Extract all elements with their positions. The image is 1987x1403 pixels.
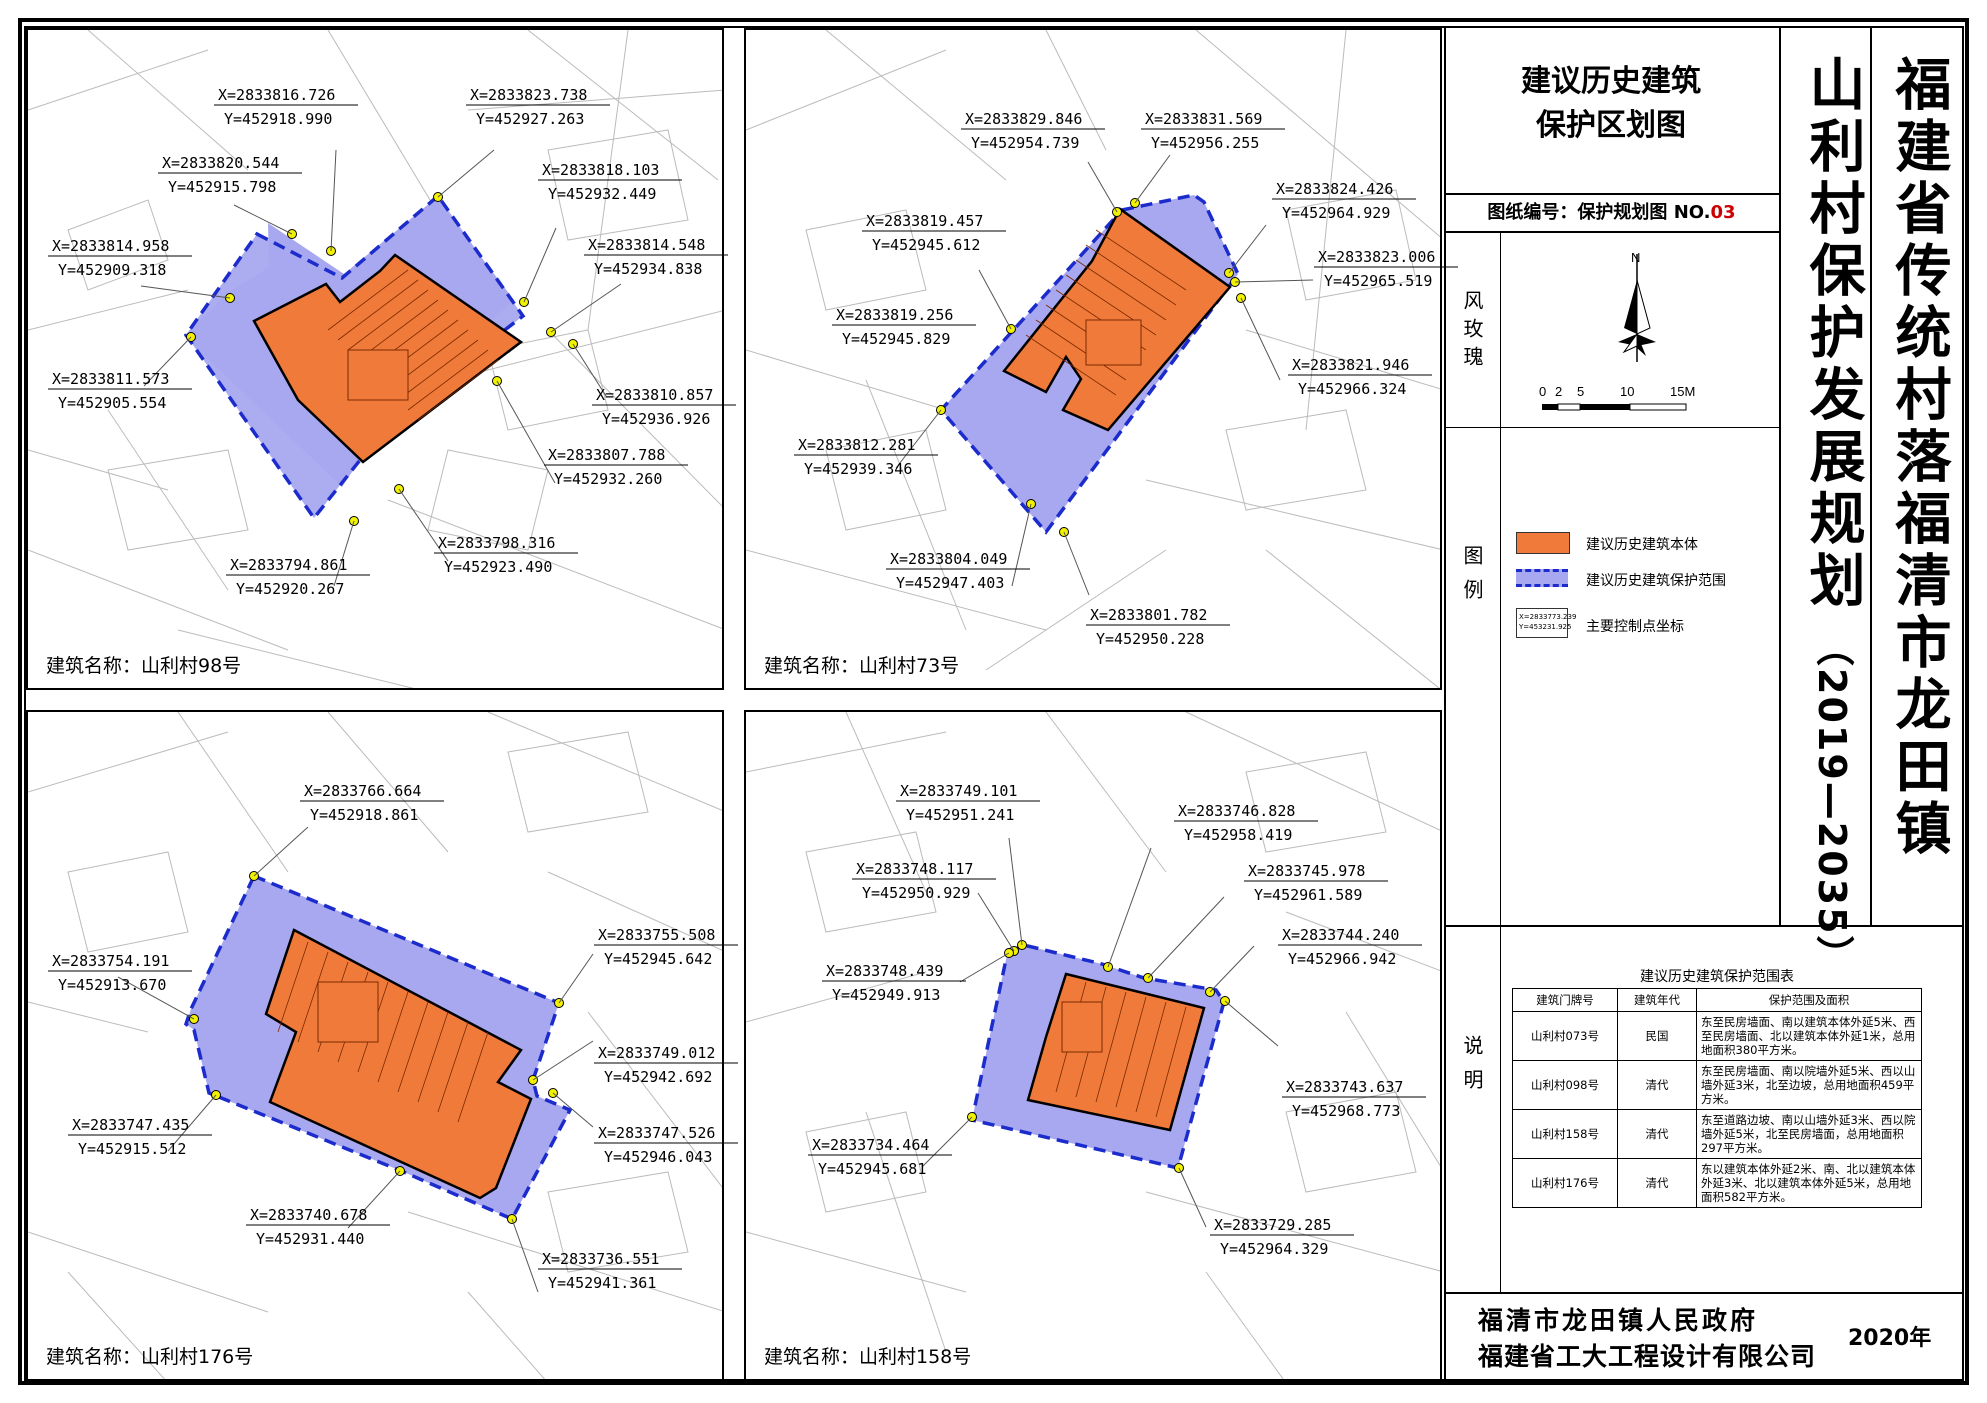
main-title: 福建省传统村落福清市龙田镇 — [1886, 55, 1951, 861]
legend-building-label: 建议历史建筑本体 — [1586, 537, 1698, 553]
title-divider-2 — [1870, 26, 1872, 925]
plan-years: （2019—2035） — [1810, 628, 1854, 976]
map-panel-73[interactable]: 建筑名称：山利村73号 — [744, 28, 1442, 690]
panel-name: 建筑名称：山利村176号 — [46, 1346, 254, 1368]
table-cell-era: 清代 — [1617, 1060, 1697, 1110]
legend-point-swatch: X=2833773.239 Y=453231.925 — [1516, 608, 1577, 638]
legend-building-swatch — [1516, 532, 1570, 554]
wind-bottom-line — [1444, 427, 1779, 428]
table-row: 山利村098号 清代 东至民房墙面、南以院墙外延5米、西以山墙外延3米，北至边坡… — [1512, 1060, 1922, 1110]
footer-company: 福建省工大工程设计有限公司 — [1478, 1342, 1817, 1371]
legend-range-label: 建议历史建筑保护范围 — [1586, 573, 1726, 589]
legend-point-label: 主要控制点坐标 — [1586, 619, 1684, 635]
plan-title: 建议历史建筑 保护区划图 — [1448, 60, 1774, 148]
legend-label: 图例 — [1444, 545, 1500, 613]
wind-rose-graphic: N 0 2 5 10 15M — [1539, 250, 1695, 411]
table-header: 建筑年代 — [1617, 988, 1697, 1012]
footer-year: 2020年 — [1848, 1326, 1932, 1351]
table-row: 山利村176号 清代 东以建筑本体外延2米、南、北以建筑本体外延3米、北以建筑本… — [1512, 1158, 1922, 1208]
table-cell-desc: 东至民房墙面、南以院墙外延5米、西以山墙外延3米，北至边坡，总用地面积459平方… — [1696, 1060, 1922, 1110]
wind-rose-label: 风玫瑰 — [1444, 290, 1500, 374]
scale-label-5: 5 — [1577, 384, 1584, 399]
protection-table: 建筑门牌号 建筑年代 保护范围及面积 山利村073号 民国 东至民房墙面、南以建… — [1512, 988, 1922, 1208]
drawing-number-value: 03 — [1710, 202, 1736, 223]
outer-frame — [18, 18, 1969, 1385]
panel-name: 建筑名称：山利村98号 — [46, 655, 242, 677]
wind-rose-petal-sw — [1622, 332, 1638, 354]
map-176-svg — [28, 712, 722, 1379]
sidebar-divider — [1444, 26, 1446, 1381]
table-cell-no: 山利村158号 — [1512, 1109, 1618, 1159]
plan-title-line1: 建议历史建筑 — [1521, 64, 1701, 99]
protection-table-title: 建议历史建筑保护范围表 — [1640, 969, 1794, 985]
table-cell-era: 清代 — [1617, 1109, 1697, 1159]
notes-label: 说明 — [1444, 1035, 1500, 1103]
footer-government: 福清市龙田镇人民政府 — [1478, 1306, 1759, 1335]
wind-rose-text: 风玫瑰 — [1460, 290, 1484, 374]
map-73-svg — [746, 30, 1440, 688]
drawing-number-prefix: NO. — [1673, 202, 1711, 223]
map-panel-158[interactable]: 建筑名称：山利村158号 — [744, 710, 1442, 1381]
table-cell-desc: 东至民房墙面、南以建筑本体外延5米、西至民房墙面、北以建筑本体外延1米，总用地面… — [1696, 1011, 1922, 1061]
table-cell-no: 山利村176号 — [1512, 1158, 1618, 1208]
north-icon: N — [1631, 250, 1640, 265]
legend-range-swatch — [1516, 569, 1568, 587]
map-158-svg — [746, 712, 1440, 1379]
drawing-number: 图纸编号：保护规划图 NO.03 — [1444, 193, 1779, 233]
section-column-line — [1500, 233, 1501, 1292]
legend-text: 图例 — [1460, 545, 1484, 613]
notes-text: 说明 — [1460, 1035, 1484, 1103]
drawing-number-label: 图纸编号：保护规划图 — [1487, 202, 1668, 223]
legend-point-sample-y: Y=453231.925 — [1519, 623, 1572, 631]
sub-title: 山利村保护发展规划 — [1800, 55, 1865, 613]
map-panel-98[interactable]: 建筑名称：山利村98号 — [26, 28, 724, 690]
table-cell-era: 民国 — [1617, 1011, 1697, 1061]
table-row: 山利村073号 民国 东至民房墙面、南以建筑本体外延5米、西至民房墙面、北以建筑… — [1512, 1011, 1922, 1061]
panel-name: 建筑名称：山利村73号 — [764, 655, 960, 677]
notes-top-line — [1444, 925, 1964, 927]
title-divider — [1779, 26, 1781, 925]
plan-title-line2: 保护区划图 — [1536, 108, 1686, 143]
table-cell-desc: 东以建筑本体外延2米、南、北以建筑本体外延3米、北以建筑本体外延5米，总用地面积… — [1696, 1158, 1922, 1208]
legend-point-sample-x: X=2833773.239 — [1519, 613, 1577, 621]
table-cell-no: 山利村098号 — [1512, 1060, 1618, 1110]
table-row: 山利村158号 清代 东至道路边坡、南以山墙外延3米、西以院墙外延5米，北至民房… — [1512, 1109, 1922, 1159]
scale-bar: 0 2 5 10 15M — [1539, 384, 1695, 411]
table-header: 保护范围及面积 — [1696, 988, 1922, 1012]
table-cell-desc: 东至道路边坡、南以山墙外延3米、西以院墙外延5米，北至民房墙面，总用地面积297… — [1696, 1109, 1922, 1159]
wind-rose-petal-se — [1637, 334, 1646, 356]
panel-name: 建筑名称：山利村158号 — [764, 1346, 972, 1368]
footer-top-line — [1444, 1292, 1964, 1294]
scale-label-0: 0 — [1539, 384, 1546, 399]
table-header-row: 建筑门牌号 建筑年代 保护范围及面积 — [1512, 988, 1922, 1012]
wind-rose-petal-ne — [1636, 279, 1651, 335]
table-header: 建筑门牌号 — [1512, 988, 1618, 1012]
scale-label-15: 15M — [1670, 384, 1695, 399]
table-cell-era: 清代 — [1617, 1158, 1697, 1208]
scale-label-10: 10 — [1620, 384, 1634, 399]
map-98-svg — [28, 30, 722, 688]
map-panel-176[interactable]: 建筑名称：山利村176号 — [26, 710, 724, 1381]
scale-label-2: 2 — [1555, 384, 1562, 399]
table-cell-no: 山利村073号 — [1512, 1011, 1618, 1061]
